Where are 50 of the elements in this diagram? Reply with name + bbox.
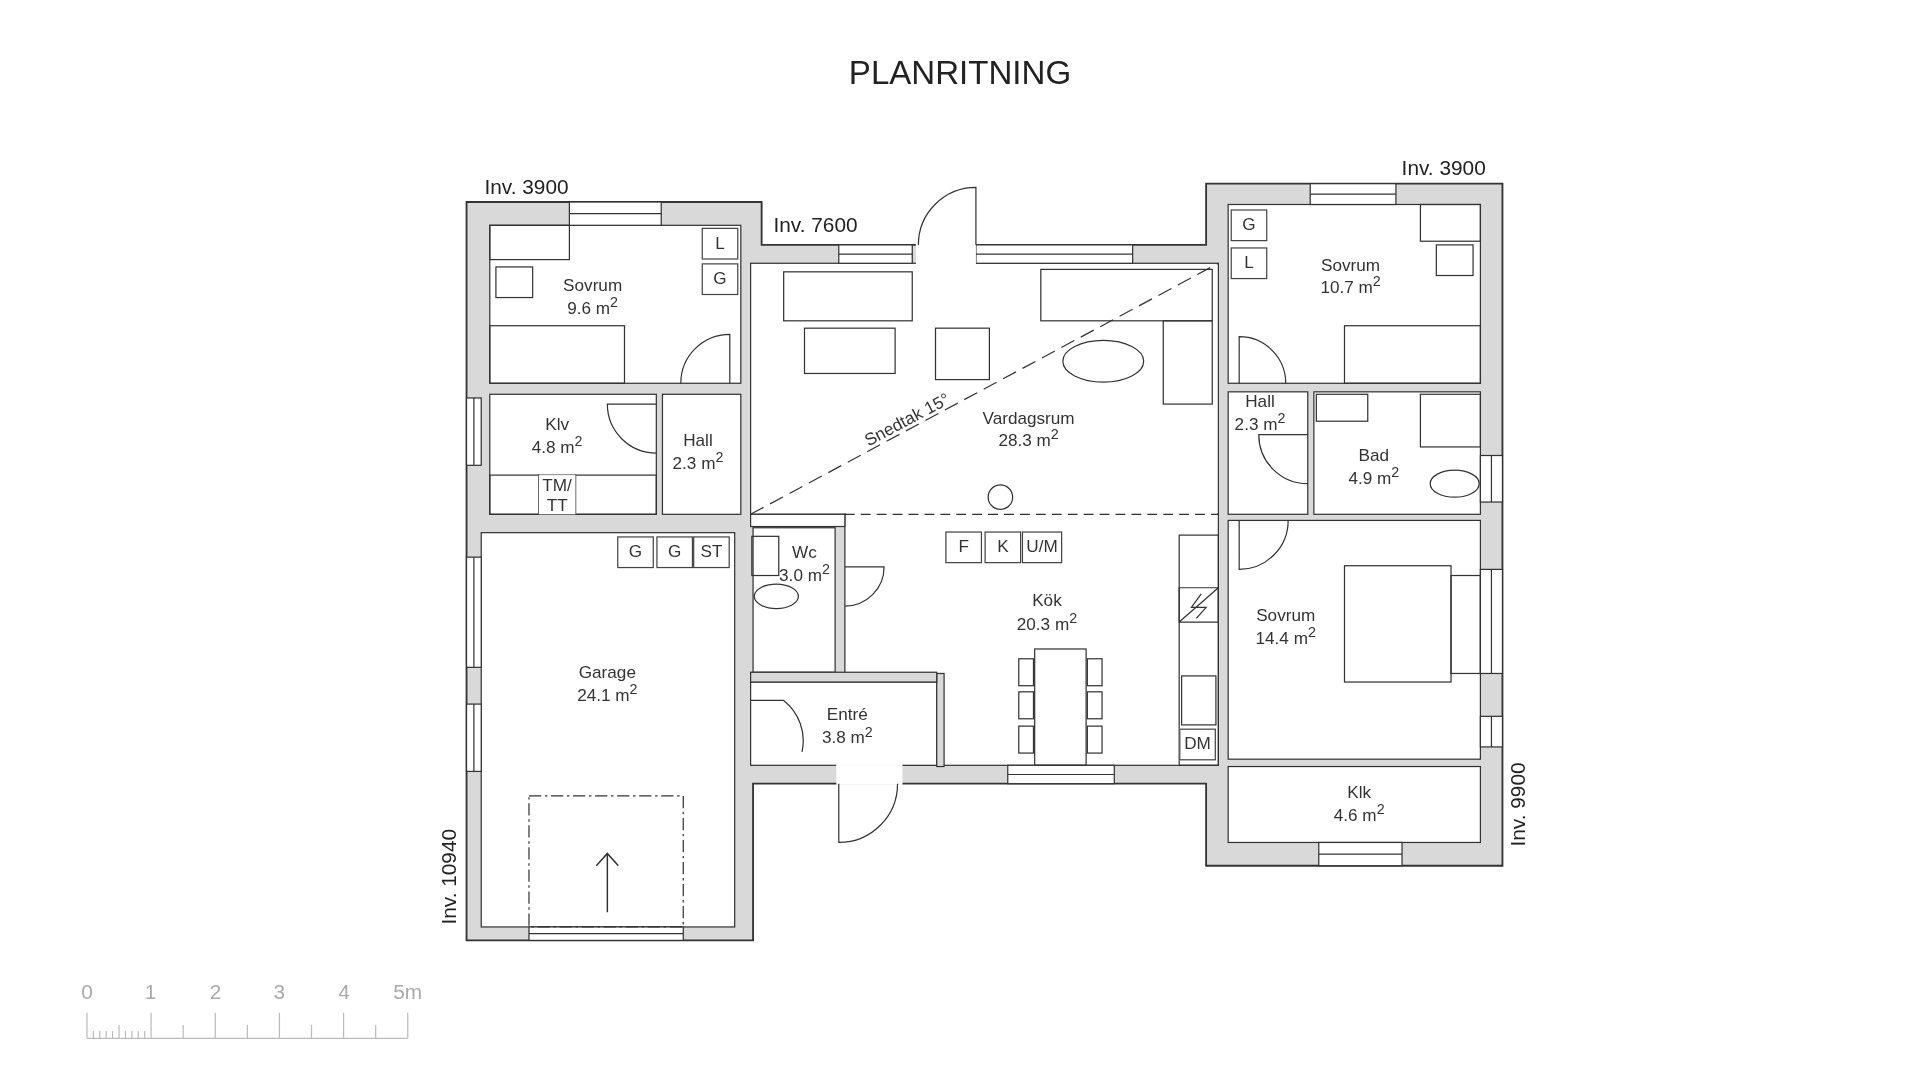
storage-cabinet: G [701, 263, 739, 296]
room-label: 10.7 m$^{2}$ [1320, 273, 1381, 297]
room-label: Klv [545, 415, 570, 435]
room-label: 28.3 m$^{2}$ [998, 426, 1059, 451]
storage-cabinet: G [656, 536, 694, 569]
room-label: 2.3 m$^{2}$ [1234, 410, 1286, 435]
storage-cabinet: F [945, 531, 983, 564]
scale-number: 2 [209, 981, 222, 1005]
room-label: Sovrum [563, 275, 623, 295]
storage-cabinet: L [701, 227, 739, 260]
room-label: Vardagsrum [982, 409, 1075, 429]
scale-number: 4 [338, 981, 350, 1005]
room-label: Hall [683, 431, 713, 451]
room-label: Garage [578, 662, 636, 682]
room-label: 4.9 m$^{2}$ [1348, 464, 1400, 488]
plan-title: PLANRITNING [848, 54, 1072, 93]
wall-dimension: Inv. 7600 [773, 215, 858, 238]
room-label: Wc [792, 542, 817, 562]
room-label: 4.6 m$^{2}$ [1333, 801, 1385, 825]
wall-dimension: Inv. 9900 [1508, 762, 1532, 847]
room-label: Klk [1347, 782, 1372, 802]
storage-cabinet: DM [1179, 728, 1216, 761]
room-label: Bad [1358, 446, 1390, 465]
room-label: Sovrum [1321, 256, 1381, 276]
room-label: 24.1 m$^{2}$ [577, 681, 638, 705]
storage-cabinet: G [617, 536, 654, 569]
storage-cabinet: K [984, 531, 1022, 564]
room-label: 3.0 m$^{2}$ [779, 561, 830, 585]
appliance-label: TM/ TT [538, 475, 576, 515]
scale-number: 5m [393, 981, 423, 1005]
storage-cabinet: G [1230, 209, 1268, 242]
scale-number: 0 [81, 981, 93, 1005]
wall-dimension: Inv. 10940 [439, 828, 463, 925]
wall-dimension: Inv. 3900 [1401, 157, 1486, 181]
room-label: Kök [1032, 591, 1062, 611]
storage-cabinet: ST [693, 536, 730, 569]
room-label: 2.3 m$^{2}$ [672, 449, 724, 474]
storage-cabinet: U/M [1021, 531, 1063, 564]
room-label: 4.8 m$^{2}$ [531, 434, 583, 458]
room-label: Hall [1245, 392, 1275, 412]
room-label: 9.6 m$^{2}$ [567, 294, 619, 318]
scale-number: 3 [273, 981, 285, 1005]
scale-number: 1 [144, 981, 157, 1005]
room-label: 20.3 m$^{2}$ [1016, 610, 1078, 634]
storage-cabinet: L [1230, 247, 1268, 280]
room-label: Entré [826, 705, 868, 725]
wall-dimension: Inv. 3900 [484, 177, 569, 200]
room-label: Sovrum [1256, 606, 1316, 626]
room-label: 14.4 m$^{2}$ [1255, 625, 1316, 649]
room-label: 3.8 m$^{2}$ [821, 724, 873, 748]
